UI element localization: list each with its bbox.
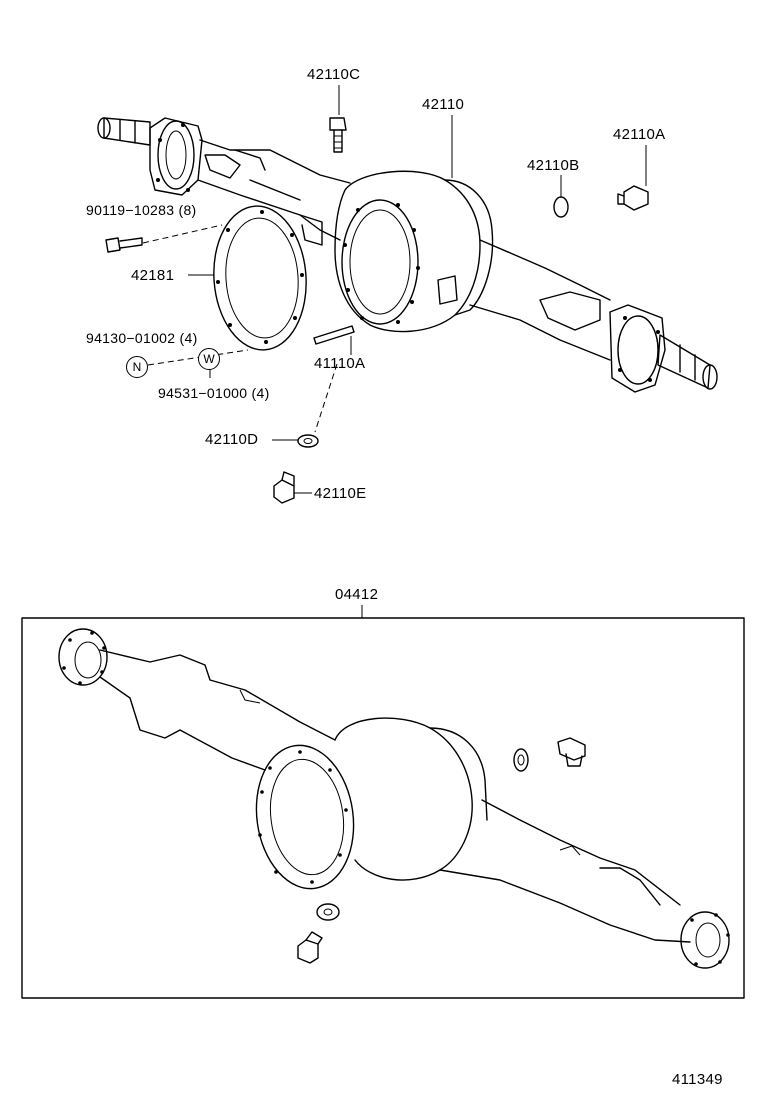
label-94531: 94531−01000 (4) (158, 385, 270, 401)
symbol-n: N (126, 356, 148, 378)
symbol-w: W (198, 348, 220, 370)
figure-id: 411349 (672, 1071, 723, 1088)
kit-axle-housing (58, 628, 730, 969)
label-42110E: 42110E (314, 485, 367, 502)
label-94130: 94130−01002 (4) (86, 330, 198, 346)
label-42110: 42110 (422, 96, 465, 113)
label-41110A: 41110A (314, 355, 366, 372)
breather-plug (329, 117, 347, 153)
kit-washer-a (513, 748, 529, 772)
drain-washer (297, 434, 319, 448)
label-04412: 04412 (335, 586, 379, 603)
label-42110B: 42110B (527, 157, 580, 174)
kit-plug-a (557, 737, 586, 767)
axle-housing (97, 117, 718, 393)
cover-gasket (213, 205, 307, 351)
label-90119: 90119−10283 (8) (86, 202, 197, 218)
label-42110D: 42110D (205, 431, 259, 448)
label-42110A: 42110A (613, 126, 666, 143)
drain-plug (273, 471, 295, 504)
kit-plug-b (297, 931, 323, 964)
filler-plug (617, 185, 649, 211)
washer (553, 196, 569, 218)
bolt (105, 237, 143, 253)
stud-bolt (313, 325, 355, 345)
kit-box (21, 617, 745, 999)
label-42181: 42181 (131, 267, 175, 284)
label-42110C: 42110C (307, 66, 361, 83)
kit-washer-b (316, 903, 340, 921)
